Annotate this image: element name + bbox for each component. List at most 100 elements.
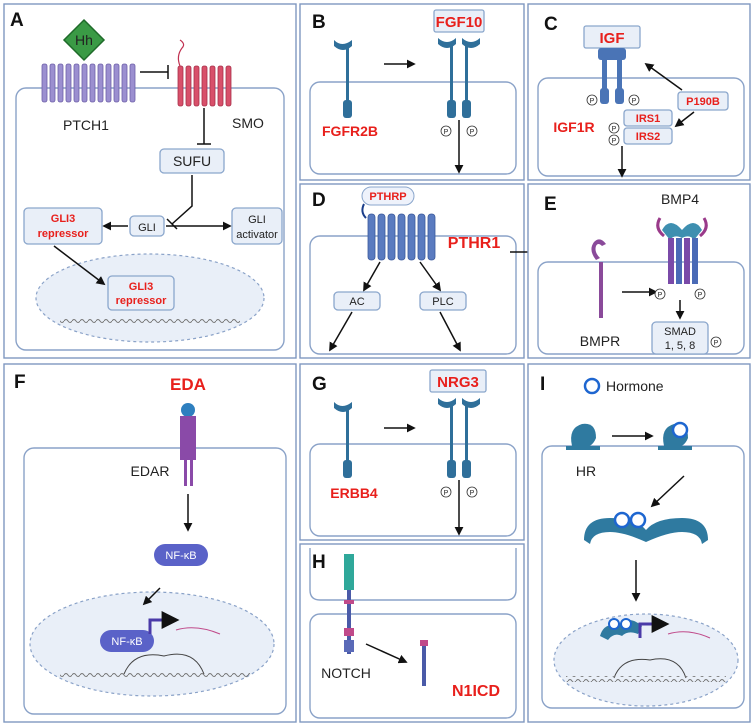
ac-box xyxy=(333,291,381,311)
panel-h: H NOTCH N1ICD xyxy=(299,543,525,723)
dna-f xyxy=(60,672,250,678)
bmpr-label: BMPR xyxy=(580,333,620,349)
phospho-e1: P xyxy=(658,292,663,299)
phospho-b1: P xyxy=(444,129,449,136)
bmp4-receptor-complex xyxy=(656,217,708,284)
phospho-c2: P xyxy=(632,98,637,105)
igf1r-receptor xyxy=(598,48,626,104)
hr-bound xyxy=(658,421,692,450)
notch-receptor xyxy=(344,554,354,654)
hh-label: Hh xyxy=(75,32,93,48)
panel-g: G ERBB4 NRG3 P P xyxy=(299,363,525,541)
hormone-legend-label: Hormone xyxy=(606,378,664,394)
gli-activator-line1: GLI xyxy=(248,214,266,226)
panel-d: D PTHRP PTHR1 AC PLC xyxy=(299,183,572,359)
gli-activator-box xyxy=(231,207,283,245)
panel-c: C IGF P P P P IGF1R IRS1 IRS2 P190B xyxy=(527,3,751,181)
panel-c-letter: C xyxy=(544,14,558,35)
pthrp-label: PTHRP xyxy=(369,191,406,203)
gli3-repressor-nuclear-box xyxy=(107,275,175,311)
gli3-nuclear-line2: repressor xyxy=(116,295,167,307)
dna-i xyxy=(566,676,726,682)
hr-receptor xyxy=(566,423,600,450)
pthr1-receptor xyxy=(367,213,436,261)
erbb4-dimer xyxy=(438,398,480,478)
gli3-repressor-box xyxy=(23,207,103,245)
irs2-box xyxy=(623,127,673,145)
eda-label: EDA xyxy=(170,375,206,394)
igf-label: IGF xyxy=(600,30,625,47)
nfkb-nuclear-box xyxy=(100,630,154,652)
panel-f-letter: F xyxy=(14,372,26,393)
fgfr2b-receptor xyxy=(334,40,352,118)
hr-dna-bound xyxy=(600,618,642,640)
smad-line1: SMAD xyxy=(664,326,696,338)
phospho-g1: P xyxy=(444,490,449,497)
pthr1-label: PTHR1 xyxy=(448,235,501,252)
p190b-label: P190B xyxy=(686,96,720,108)
panel-a: A Hh PTCH1 SMO SUFU GLI GLI3 repressor G… xyxy=(3,3,297,359)
edar-receptor xyxy=(180,403,196,486)
nfkb-nuclear-label: NF-κB xyxy=(111,636,142,648)
hormone-legend-icon xyxy=(583,377,601,395)
phospho-c1: P xyxy=(590,98,595,105)
fgf10-box xyxy=(433,9,485,33)
phospho-e2: P xyxy=(698,292,703,299)
gli-box xyxy=(129,215,165,237)
gli-label: GLI xyxy=(138,222,156,234)
phospho-b2: P xyxy=(470,129,475,136)
gli3-repressor-line2: repressor xyxy=(38,228,89,240)
edar-label: EDAR xyxy=(131,463,170,479)
panel-g-letter: G xyxy=(312,374,327,395)
smo-receptor xyxy=(177,65,232,107)
hh-ligand: Hh xyxy=(62,18,106,62)
panel-f: F EDA EDAR NF-κB NF-κB xyxy=(3,363,297,723)
panel-d-letter: D xyxy=(312,190,326,211)
gli3-nuclear-line1: GLI3 xyxy=(129,281,153,293)
panel-i-letter: I xyxy=(540,374,545,395)
gli3-repressor-line1: GLI3 xyxy=(51,213,75,225)
nrg3-box xyxy=(429,369,487,393)
irs1-box xyxy=(623,109,673,127)
nrg3-label: NRG3 xyxy=(437,374,479,391)
notch-label: NOTCH xyxy=(321,665,371,681)
smo-label: SMO xyxy=(232,115,264,131)
irs1-label: IRS1 xyxy=(636,113,660,125)
sufu-box xyxy=(159,148,225,174)
smad-box xyxy=(651,321,709,355)
erbb4-label: ERBB4 xyxy=(330,485,378,501)
p190b-box xyxy=(677,91,729,111)
fgfr2b-dimer xyxy=(438,38,480,118)
bmpr-receptor xyxy=(591,239,606,318)
panel-b: B FGFR2B FGF10 P P xyxy=(299,3,525,181)
smad-line2: 1, 5, 8 xyxy=(665,340,696,352)
gli-activator-line2: activator xyxy=(236,229,278,241)
panel-e-letter: E xyxy=(544,194,557,215)
igf1r-label: IGF1R xyxy=(553,119,594,135)
sufu-label: SUFU xyxy=(173,153,211,169)
hr-label: HR xyxy=(576,463,596,479)
panel-h-letter: H xyxy=(312,552,326,573)
ac-label: AC xyxy=(349,296,364,308)
irs2-label: IRS2 xyxy=(636,131,660,143)
fgf10-label: FGF10 xyxy=(436,14,483,31)
panel-b-letter: B xyxy=(312,12,326,33)
n1icd-fragment xyxy=(420,640,428,686)
phospho-c4: P xyxy=(612,138,617,145)
nfkb-label: NF-κB xyxy=(165,550,196,562)
plc-box xyxy=(419,291,467,311)
plc-label: PLC xyxy=(432,296,453,308)
phospho-e3: P xyxy=(714,340,719,347)
n1icd-label: N1ICD xyxy=(452,683,500,700)
panel-e: E BMP4 BMPR P P SMAD 1, 5, 8 P xyxy=(527,183,751,359)
dna-a xyxy=(60,318,240,324)
fgfr2b-label: FGFR2B xyxy=(322,123,378,139)
phospho-g2: P xyxy=(470,490,475,497)
nfkb-box xyxy=(154,544,208,566)
erbb4-receptor xyxy=(334,402,352,478)
hr-dimer xyxy=(584,511,708,544)
ptch1-receptor xyxy=(41,63,136,103)
bmp4-label: BMP4 xyxy=(661,191,699,207)
